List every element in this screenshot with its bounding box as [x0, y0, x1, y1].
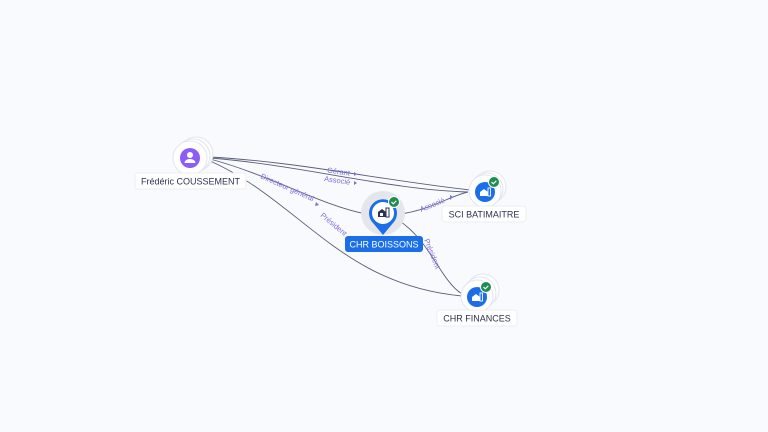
node-label-main: CHR BOISSONS — [349, 240, 418, 250]
node-label-person: Frédéric COUSSEMENT — [141, 177, 241, 187]
company-icon — [472, 292, 483, 302]
edge-person-sci-2 — [209, 157, 469, 193]
company-icon — [480, 187, 491, 197]
edge-person-sci — [209, 156, 471, 191]
node-main[interactable]: CHR BOISSONS — [345, 191, 423, 252]
edge-label-associe-text: Associé — [324, 174, 351, 187]
verified-check-icon — [480, 281, 492, 293]
edge-label-president-1: Président — [319, 211, 350, 239]
company-icon — [378, 207, 390, 218]
edge-label-president-2: Président — [422, 237, 443, 271]
node-sci[interactable]: SCI BATIMAITRE — [441, 170, 527, 223]
arrow-icon — [315, 202, 319, 206]
verified-check-icon — [488, 176, 500, 188]
person-icon — [180, 148, 200, 168]
edge-person-main — [209, 158, 367, 215]
edge-main-sci — [399, 191, 469, 215]
arrow-icon — [450, 195, 453, 200]
verified-check-icon — [388, 196, 400, 208]
node-label-sci: SCI BATIMAITRE — [449, 210, 520, 220]
edge-main-finances — [397, 219, 463, 295]
edge-label-gerant-text: Gérant — [327, 166, 352, 178]
edge-label-directeur-general: Directeur général — [259, 172, 316, 204]
node-finances[interactable]: CHR FINANCES — [436, 273, 518, 327]
arrow-icon — [354, 181, 357, 185]
node-label-finances: CHR FINANCES — [443, 314, 511, 324]
arrow-icon — [354, 172, 357, 176]
node-person[interactable]: Frédéric COUSSEMENT — [134, 136, 247, 190]
